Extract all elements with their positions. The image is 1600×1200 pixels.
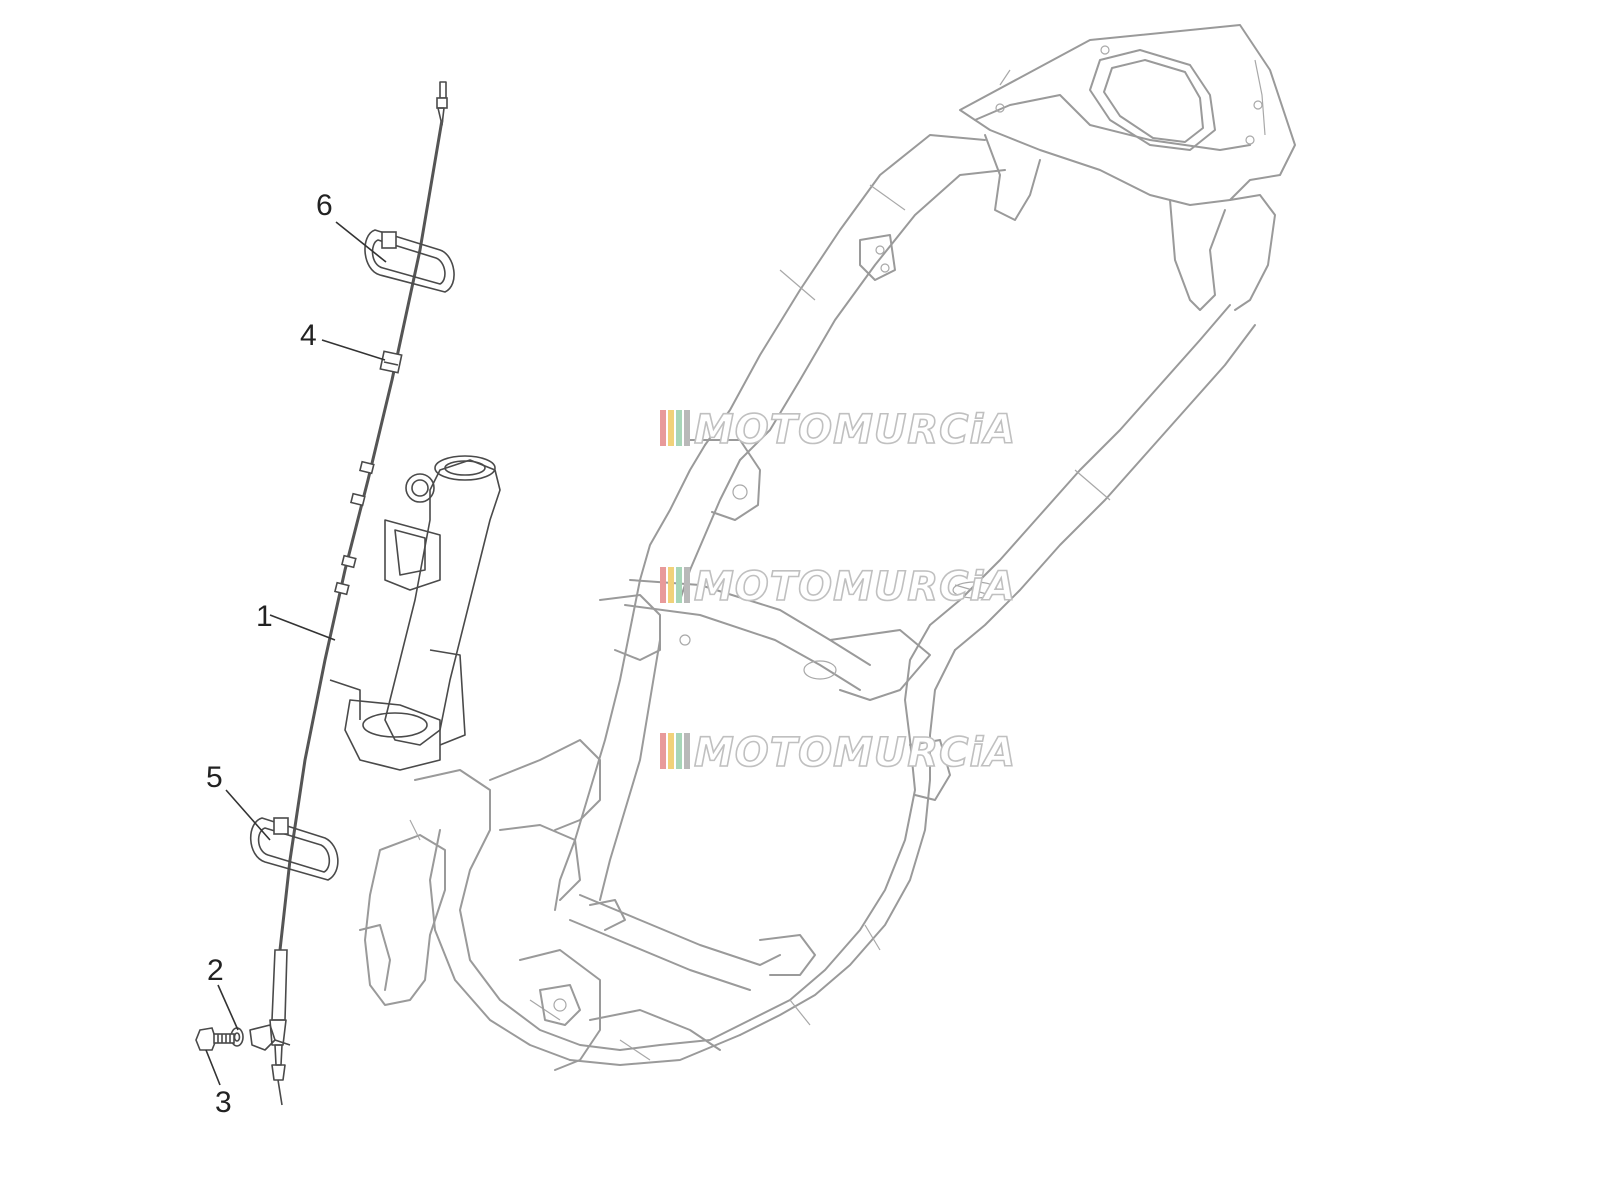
watermark-logo-icon xyxy=(660,567,690,603)
watermark-top: MOTOMURCiA xyxy=(660,406,1016,454)
scooter-frame xyxy=(359,24,1296,1071)
watermark-middle: MOTOMURCiA xyxy=(660,563,1016,611)
leader-5 xyxy=(225,789,271,841)
cable-band-upper xyxy=(364,229,455,293)
callout-5: 5 xyxy=(206,761,223,794)
watermark-bottom: MOTOMURCiA xyxy=(660,729,1016,777)
leader-6 xyxy=(335,221,387,263)
cable-band-lower xyxy=(249,817,339,881)
callout-6: 6 xyxy=(316,189,333,222)
watermark-text: MOTOMURCiA xyxy=(694,564,1016,610)
leader-4 xyxy=(321,339,386,361)
watermark-text: MOTOMURCiA xyxy=(694,407,1016,453)
leader-lines xyxy=(205,221,387,1086)
speedometer-cable xyxy=(249,81,448,1106)
leader-3 xyxy=(205,1049,221,1086)
steering-head-tube xyxy=(329,455,501,771)
watermark-logo-icon xyxy=(660,733,690,769)
watermark-logo-icon xyxy=(660,410,690,446)
watermark-text: MOTOMURCiA xyxy=(694,730,1016,776)
callout-4: 4 xyxy=(300,319,317,352)
leader-2 xyxy=(217,984,239,1031)
leader-1 xyxy=(269,614,336,641)
cable-clip xyxy=(379,350,403,374)
bolt xyxy=(195,1027,235,1051)
callout-1: 1 xyxy=(256,600,273,633)
callout-2: 2 xyxy=(207,954,224,987)
callout-3: 3 xyxy=(215,1086,232,1119)
callout-numbers: 1 2 3 4 5 6 xyxy=(206,189,333,1119)
